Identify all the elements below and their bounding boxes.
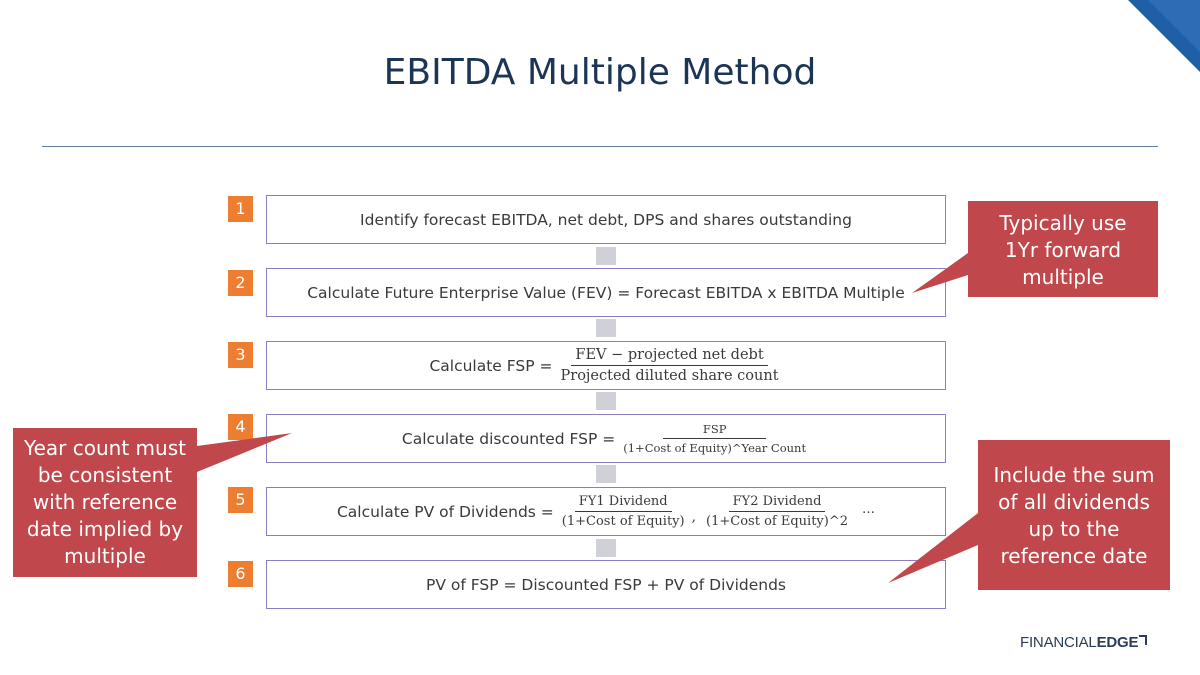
step-number-2: 2: [228, 270, 253, 296]
step-box-1: Identify forecast EBITDA, net debt, DPS …: [266, 195, 946, 244]
step-number-5: 5: [228, 487, 253, 513]
fraction-denominator: (1+Cost of Equity)^Year Count: [623, 441, 807, 455]
step-connector: [596, 319, 616, 337]
fraction-numerator: FY1 Dividend: [574, 494, 672, 512]
step-text: Identify forecast EBITDA, net debt, DPS …: [360, 210, 852, 229]
fraction-denominator: (1+Cost of Equity): [561, 514, 685, 529]
step-box-5: Calculate PV of Dividends = FY1 Dividend…: [266, 487, 946, 536]
ellipsis: …: [862, 502, 875, 517]
logo-mark-icon: [1139, 635, 1148, 645]
step-connector: [596, 539, 616, 557]
step-number-1: 1: [228, 196, 253, 222]
fraction-separator: ,: [691, 508, 697, 525]
fraction-numerator: FY2 Dividend: [728, 494, 826, 512]
fraction-numerator: FSP: [662, 422, 767, 439]
fraction-numerator: FEV − projected net debt: [571, 347, 768, 366]
dividend-fraction-2: FY2 Dividend (1+Cost of Equity)^2: [702, 494, 852, 529]
fraction-denominator: (1+Cost of Equity)^2: [706, 514, 848, 529]
fraction-denominator: Projected diluted share count: [560, 368, 779, 384]
step-label: Calculate discounted FSP =: [401, 429, 616, 448]
financial-edge-logo: FINANCIALEDGE: [1020, 634, 1160, 651]
callout-year-count: [13, 428, 292, 577]
step-connector: [596, 247, 616, 265]
corner-accent: [1128, 0, 1200, 72]
step-number-3: 3: [228, 342, 253, 368]
step-label: Calculate FSP =: [429, 356, 553, 375]
step-box-6: PV of FSP = Discounted FSP + PV of Divid…: [266, 560, 946, 609]
callout-forward-multiple-text: Typically use 1Yr forward multiple: [999, 211, 1127, 289]
step-box-4: Calculate discounted FSP = FSP (1+Cost o…: [266, 414, 946, 463]
page-title: EBITDA Multiple Method: [383, 52, 817, 93]
step-text: Calculate Future Enterprise Value (FEV) …: [307, 283, 905, 302]
step-box-3: Calculate FSP = FEV − projected net debt…: [266, 341, 946, 390]
callout-forward-multiple: [912, 201, 1158, 297]
step-text: PV of FSP = Discounted FSP + PV of Divid…: [425, 575, 786, 594]
callout-dividends-text: Include the sum of all dividends up to t…: [993, 463, 1155, 568]
step-connector: [596, 392, 616, 410]
callout-year-count-text: Year count must be consistent with refer…: [24, 436, 186, 568]
callout-dividends: [888, 440, 1170, 590]
title-divider: [42, 146, 1158, 147]
dividend-fraction-1: FY1 Dividend (1+Cost of Equity): [558, 494, 689, 529]
step-label: Calculate PV of Dividends =: [336, 502, 554, 521]
fsp-fraction: FEV − projected net debt Projected dilut…: [557, 347, 783, 384]
step-number-4: 4: [228, 414, 253, 440]
discount-fraction: FSP (1+Cost of Equity)^Year Count: [619, 422, 810, 455]
step-box-2: Calculate Future Enterprise Value (FEV) …: [266, 268, 946, 317]
step-number-6: 6: [228, 561, 253, 587]
step-connector: [596, 465, 616, 483]
